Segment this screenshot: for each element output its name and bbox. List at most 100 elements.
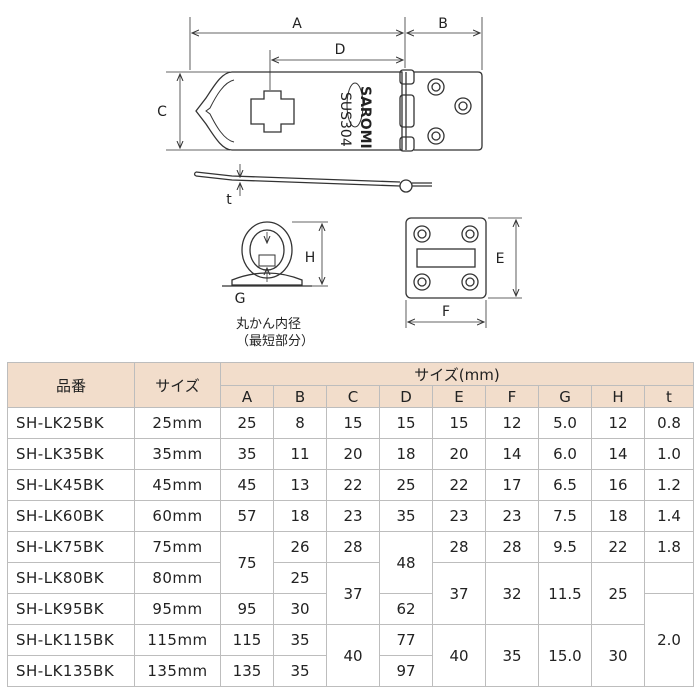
cell-a: 35	[220, 438, 274, 470]
dimension-a-label: A	[292, 16, 302, 32]
brand-stamp	[346, 82, 364, 128]
ring-note-line1: 丸かん内径	[236, 317, 302, 332]
cell-c: 23	[326, 500, 380, 532]
cell-e: 20	[432, 438, 486, 470]
cell-g: 6.5	[538, 469, 592, 501]
hasp-side-view	[193, 171, 432, 193]
header-size: サイズ	[134, 362, 221, 408]
cell-t-merged: 2.0	[644, 593, 694, 687]
cell-d: 18	[379, 438, 433, 470]
cell-e-merged: 40	[432, 624, 486, 687]
cell-f-merged: 32	[485, 562, 539, 625]
cell-size: 75mm	[134, 531, 221, 563]
dimension-b-label: B	[438, 16, 448, 32]
cell-t: 1.0	[644, 438, 694, 470]
table-row: SH-LK75BK 75mm 75 26 28 48 28 28 9.5 22 …	[7, 531, 694, 594]
cell-f: 14	[485, 438, 539, 470]
cell-size: 115mm	[134, 624, 221, 656]
dimension-h	[292, 221, 328, 287]
cell-model: SH-LK95BK	[7, 593, 135, 625]
cell-b: 13	[273, 469, 327, 501]
cell-size: 25mm	[134, 407, 221, 439]
technical-drawing: SUS304 SAROMI A B D C t	[157, 16, 522, 328]
table-row: SH-LK45BK 45mm 45 13 22 25 22 17 6.5 16 …	[7, 469, 694, 501]
cell-g-merged: 11.5	[538, 562, 592, 625]
dimension-e-label: E	[496, 251, 505, 267]
ring-note-line2: （最短部分）	[236, 334, 315, 349]
cell-g-merged: 15.0	[538, 624, 592, 687]
stamp-text: SUS304	[337, 92, 353, 147]
cell-model: SH-LK80BK	[7, 562, 135, 594]
cell-model: SH-LK135BK	[7, 655, 135, 687]
cell-b: 26	[273, 531, 327, 563]
cell-d: 97	[379, 655, 433, 687]
dimension-g-label: G	[235, 291, 246, 307]
header-col-c: C	[326, 385, 380, 408]
cell-c-merged: 37	[326, 562, 380, 625]
cell-h-merged: 25	[591, 562, 645, 625]
ring-inner-diameter-note: 丸かん内径 （最短部分）	[236, 316, 314, 350]
table-row: SH-LK60BK 60mm 57 18 23 35 23 23 7.5 18 …	[7, 500, 694, 532]
cell-f: 12	[485, 407, 539, 439]
cell-size: 35mm	[134, 438, 221, 470]
cell-f: 17	[485, 469, 539, 501]
cell-f: 28	[485, 531, 539, 563]
cell-size: 95mm	[134, 593, 221, 625]
cell-g: 9.5	[538, 531, 592, 563]
cell-h: 18	[591, 500, 645, 532]
cell-e: 22	[432, 469, 486, 501]
cell-h-merged: 30	[591, 624, 645, 687]
cell-t-empty	[644, 562, 694, 594]
cell-a: 115	[220, 624, 274, 656]
cell-a: 57	[220, 500, 274, 532]
dimension-a	[189, 17, 406, 70]
cell-e: 15	[432, 407, 486, 439]
table-row: SH-LK25BK 25mm 25 8 15 15 15 12 5.0 12 0…	[7, 407, 694, 439]
cell-g: 6.0	[538, 438, 592, 470]
cell-t: 1.4	[644, 500, 694, 532]
cell-c-merged: 40	[326, 624, 380, 687]
dimension-b	[407, 17, 483, 70]
cell-h: 14	[591, 438, 645, 470]
cell-c: 15	[326, 407, 380, 439]
header-col-e: E	[432, 385, 486, 408]
logo-text: SAROMI	[357, 86, 373, 149]
cell-d: 25	[379, 469, 433, 501]
cell-b: 18	[273, 500, 327, 532]
header-col-d: D	[379, 385, 433, 408]
cell-d-merged: 48	[379, 531, 433, 594]
cell-b: 35	[273, 624, 327, 656]
size-spec-table: 品番 サイズ サイズ(mm) A B C D E F G H t SH-LK25…	[7, 362, 694, 687]
cell-size: 60mm	[134, 500, 221, 532]
header-model: 品番	[7, 362, 135, 408]
dimension-h-label: H	[305, 250, 316, 266]
cell-model: SH-LK35BK	[7, 438, 135, 470]
cell-f-merged: 35	[485, 624, 539, 687]
cell-a: 45	[220, 469, 274, 501]
header-col-h: H	[591, 385, 645, 408]
hasp-top-view	[195, 69, 483, 152]
table-subheader-row: A B C D E F G H t	[8, 385, 694, 408]
cell-t: 1.2	[644, 469, 694, 501]
cell-model: SH-LK60BK	[7, 500, 135, 532]
dimension-f-label: F	[442, 304, 450, 320]
cell-d: 77	[379, 624, 433, 656]
cell-size: 80mm	[134, 562, 221, 594]
cell-a-merged: 75	[220, 531, 274, 594]
dimension-c	[166, 71, 230, 151]
dimension-d-label: D	[335, 42, 346, 58]
table-row: SH-LK115BK 115mm 115 35 40 77 40 35 15.0…	[7, 624, 694, 687]
table-row: SH-LK135BK 135mm 135 35 97	[7, 655, 694, 687]
cell-model: SH-LK115BK	[7, 624, 135, 656]
cell-h: 12	[591, 407, 645, 439]
cell-d: 15	[379, 407, 433, 439]
cell-h: 16	[591, 469, 645, 501]
cell-b: 30	[273, 593, 327, 625]
cell-e: 28	[432, 531, 486, 563]
cell-b: 11	[273, 438, 327, 470]
cell-g: 5.0	[538, 407, 592, 439]
header-col-b: B	[273, 385, 327, 408]
cell-c: 28	[326, 531, 380, 563]
cell-a: 25	[220, 407, 274, 439]
cell-b: 35	[273, 655, 327, 687]
